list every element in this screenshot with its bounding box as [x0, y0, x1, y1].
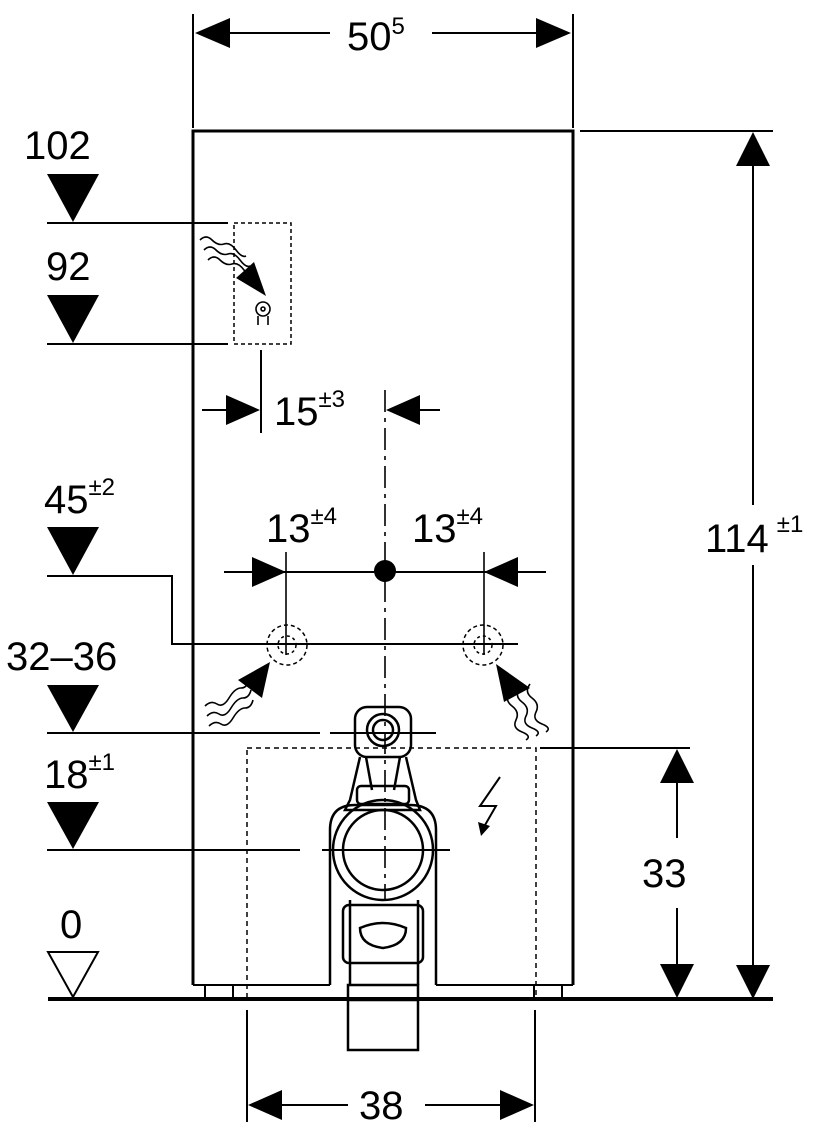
valve-icon: [255, 301, 271, 325]
width-value: 50: [347, 15, 392, 59]
svg-text:505: 505: [347, 13, 405, 59]
level-45-tolerance: ±2: [89, 474, 116, 501]
water-supply-box: [199, 222, 292, 345]
level-45-triangle: [47, 527, 99, 575]
spacing-right-value: 13: [412, 507, 457, 551]
level-18-tolerance: ±1: [89, 749, 116, 776]
bottom-arrow-left: [248, 1090, 282, 1120]
drain-arrow-bottom: [660, 964, 694, 998]
height-arrow-bottom: [736, 965, 770, 999]
level-32-36-triangle: [47, 685, 99, 732]
supply-arrow-top: [236, 262, 266, 296]
height-dimension: 114 ±1: [580, 130, 803, 999]
height-arrow-top: [736, 132, 770, 166]
svg-text:15±3: 15±3: [274, 386, 345, 434]
width-dimension: 505: [192, 13, 574, 128]
svg-text:18±1: 18±1: [44, 749, 115, 797]
level-45: 45±2: [44, 474, 518, 645]
spacing-left-value: 13: [266, 507, 311, 551]
spacing-arrow-right: [484, 557, 518, 587]
svg-text:13±4: 13±4: [266, 503, 337, 551]
center-point: [374, 560, 396, 582]
spacing-arrow-left: [252, 557, 286, 587]
offset-tolerance: ±3: [319, 386, 346, 413]
supply-arrow-right: [496, 664, 530, 702]
drain-height-dimension: 33: [642, 749, 694, 998]
offset-arrow-left: [226, 395, 260, 425]
level-0-label: 0: [60, 903, 82, 947]
level-32-36: 32–36: [6, 635, 436, 734]
offset-dimension: 15±3: [202, 350, 440, 434]
bottom-width-value: 38: [359, 1084, 404, 1128]
level-92-triangle: [47, 295, 99, 343]
width-arrow-right: [536, 18, 571, 48]
drain-height-value: 33: [642, 852, 687, 896]
level-0-triangle: [46, 951, 100, 1000]
svg-text:114±1: 114 ±1: [705, 511, 803, 561]
wave-icon-left: [204, 679, 254, 727]
frame-body: [191, 129, 575, 1000]
offset-arrow-right: [386, 395, 420, 425]
height-value: 114: [705, 517, 769, 561]
lower-zone-box: [246, 747, 537, 999]
bottom-width-dimension: 38: [246, 1010, 536, 1128]
drain-pipe: [328, 705, 438, 1052]
connection-right: [462, 624, 504, 666]
width-arrow-left: [195, 18, 230, 48]
spacing-right-tolerance: ±4: [457, 503, 484, 530]
spacing-left-tolerance: ±4: [311, 503, 338, 530]
level-0: 0: [46, 903, 100, 1000]
level-18-value: 18: [44, 753, 89, 797]
width-sup: 5: [392, 13, 405, 40]
level-45-value: 45: [44, 478, 89, 522]
level-92: 92: [46, 245, 228, 345]
connection-left: [266, 624, 308, 666]
supply-arrow-left: [238, 662, 270, 698]
svg-text:45±2: 45±2: [44, 474, 115, 522]
level-102-label: 102: [24, 124, 91, 168]
bottom-arrow-right: [500, 1090, 534, 1120]
level-18: 18±1: [44, 749, 450, 851]
height-tolerance: ±1: [777, 511, 804, 538]
offset-value: 15: [274, 390, 319, 434]
level-102-triangle: [47, 174, 99, 222]
level-102: 102: [24, 124, 228, 224]
drain-arrow-top: [660, 749, 694, 783]
electric-icon: [478, 776, 501, 833]
wave-icon-right: [506, 683, 550, 741]
svg-text:13±4: 13±4: [412, 503, 483, 551]
level-32-36-label: 32–36: [6, 635, 117, 679]
level-18-triangle: [47, 802, 99, 849]
spacing-dimension: 13±4 13±4: [224, 503, 546, 655]
level-92-label: 92: [46, 245, 91, 289]
